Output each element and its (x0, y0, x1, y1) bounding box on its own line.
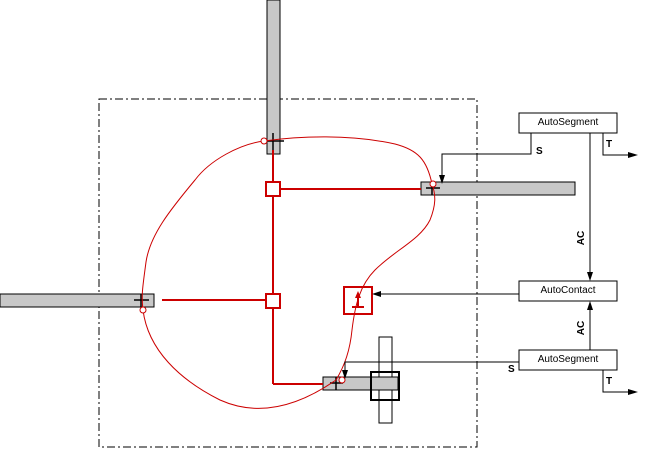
red-region-outline (141, 136, 436, 409)
label-t-top: T (606, 139, 613, 150)
label-s-top: S (536, 146, 543, 157)
connector-arrowheads (342, 152, 638, 395)
red-contact-middle (265, 293, 281, 309)
autosegment-bottom-label: AutoSegment (537, 354, 599, 365)
label-s-bottom: S (508, 364, 515, 375)
segment-vertical-top (266, 0, 281, 155)
outline-junctions (139, 137, 437, 384)
region-boundary (98, 98, 478, 448)
segment-horizontal-left (0, 293, 155, 308)
red-contact-top (265, 181, 281, 197)
segment-ticks (134, 133, 440, 390)
autosegment-bottom-box (518, 349, 618, 371)
label-t-bottom: T (606, 376, 613, 387)
segment-horizontal-right (420, 181, 576, 196)
label-ac-top: AC (576, 230, 588, 246)
autosegment-top-label: AutoSegment (537, 117, 599, 128)
autosegment-top-box (518, 112, 618, 134)
autocontact-label: AutoContact (540, 285, 596, 296)
label-ac-bottom: AC (576, 320, 588, 336)
autocontact-box (518, 280, 618, 302)
contact-square-lower (370, 371, 400, 401)
